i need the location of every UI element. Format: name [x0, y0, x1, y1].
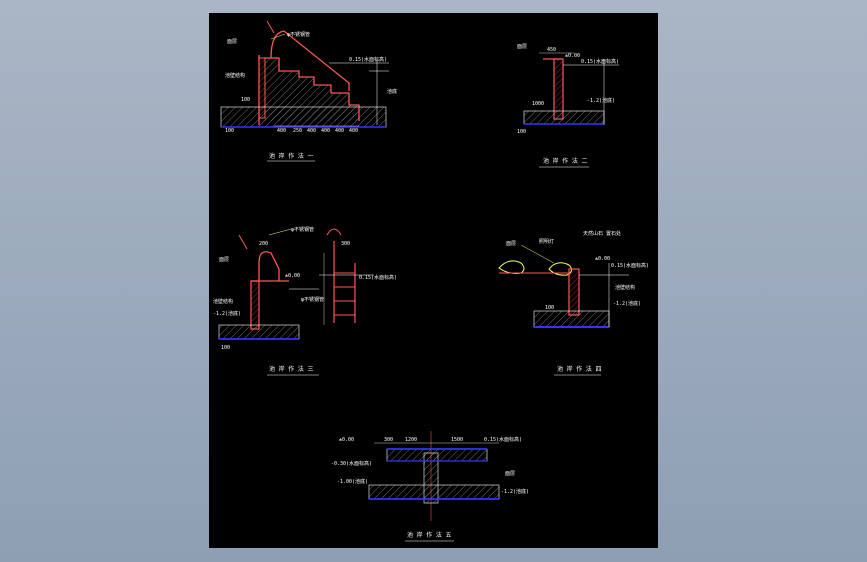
detail-4-label-elev-top: ±0.00 [595, 256, 610, 262]
detail-4[interactable]: 天然山石 置石处 照明灯 ±0.00 0.15(水面标高) 面层 池壁结构 -1… [498, 230, 649, 376]
detail-2-label-bottom: 1000 [532, 101, 544, 107]
detail-1-base-slab [220, 106, 387, 128]
detail-3[interactable]: 200 300 φ不锈钢管 φ不锈钢管 ±0.00 0.15(水面标高) 面层 … [213, 226, 397, 376]
detail-1-slope-fill [264, 58, 359, 121]
detail-4-wall [568, 268, 580, 316]
detail-1-dim-1: 250 [293, 128, 302, 134]
detail-4-base-slab [533, 310, 610, 328]
detail-2-label-width: 450 [547, 47, 556, 53]
detail-3-label-w2: 300 [341, 241, 350, 247]
detail-4-label-base: 100 [545, 305, 554, 311]
detail-5-label-left-elev: -0.30(水面标高) [331, 460, 372, 467]
detail-1-caption: 池 岸 作 法 一 [269, 152, 313, 160]
detail-4-label-wall: 池壁结构 [615, 284, 635, 291]
detail-4-label-finish: 面层 [506, 241, 516, 247]
detail-4-label-depth: -1.2(池底) [613, 300, 641, 307]
detail-5-label-w2: 1200 [405, 437, 417, 443]
detail-3-label-rail: φ不锈钢管 [291, 226, 314, 233]
detail-3-label-base: 100 [221, 345, 230, 351]
detail-3-label-wall: 池壁结构 [213, 298, 233, 305]
detail-2-label-side: 面层 [517, 44, 527, 50]
detail-5-label-elev-top: ±0.00 [339, 437, 354, 443]
detail-1-handrail [270, 30, 350, 91]
detail-1-dim-5: 400 [349, 128, 358, 134]
detail-5-label-w1: 300 [384, 437, 393, 443]
detail-2-label-base: 100 [517, 129, 526, 135]
detail-3-label-finish: 面层 [219, 257, 229, 263]
detail-5[interactable]: 300 1200 1500 ±0.00 0.15(水面标高) -0.30(水面标… [331, 431, 529, 542]
detail-1-rail-tip [266, 20, 275, 34]
detail-1-label-pit: 池底 [387, 88, 397, 95]
detail-2-base-slab [523, 110, 605, 125]
detail-1-label-rail: φ不锈钢管 [287, 31, 310, 38]
detail-2-label-elev-water: 0.15(水面标高) [581, 58, 619, 65]
detail-5-label-elev-water: 0.15(水面标高) [484, 436, 522, 443]
detail-1-label-elev: 0.15(水面标高) [349, 56, 387, 63]
detail-5-label-finish: 面层 [505, 471, 515, 477]
detail-5-caption: 池 岸 作 法 五 [407, 531, 451, 539]
detail-1-label-finish: 面层 [227, 39, 237, 45]
detail-5-label-left-depth: -1.00(池底) [337, 478, 368, 485]
detail-3-label-ladder: φ不锈钢管 [301, 296, 324, 303]
detail-1-label-base: 100 [241, 97, 250, 103]
detail-3-label-w1: 200 [259, 241, 268, 247]
detail-1-dim-0: 400 [277, 128, 286, 134]
detail-4-stone [498, 260, 525, 274]
detail-3-label-elev-water: 0.15(水面标高) [359, 274, 397, 281]
detail-1-dim-4: 400 [335, 128, 344, 134]
detail-2[interactable]: 450 ±0.00 0.15(水面标高) 面层 -1.2(池底) 1000 10… [517, 44, 619, 168]
drawing-canvas: 400 250 400 400 400 400 100 φ不锈钢管 面层 池壁结… [213, 20, 649, 542]
detail-5-center-pier [423, 452, 439, 504]
detail-1-dim-base: 100 [225, 128, 234, 134]
detail-3-caption: 池 岸 作 法 三 [269, 365, 313, 373]
detail-1-dim-3: 400 [321, 128, 330, 134]
drawing-sheet: 400 250 400 400 400 400 100 φ不锈钢管 面层 池壁结… [209, 13, 658, 548]
detail-5-label-w3: 1500 [451, 437, 463, 443]
detail-4-label-lamp: 照明灯 [539, 238, 554, 245]
detail-2-wall [553, 58, 564, 120]
detail-2-caption: 池 岸 作 法 二 [543, 157, 587, 165]
detail-3-label-elev-top: ±0.00 [285, 273, 300, 279]
detail-1-dim-2: 400 [307, 128, 316, 134]
detail-2-label-elev-top: ±0.00 [565, 53, 580, 59]
detail-1-label-wall: 池壁结构 [225, 72, 245, 79]
detail-3-wall [250, 280, 260, 330]
detail-2-label-depth: -1.2(池底) [587, 97, 615, 104]
detail-3-ladder [319, 228, 374, 325]
detail-4-label-elev-water: 0.15(水面标高) [611, 262, 649, 269]
detail-5-label-right-depth: -1.2(池底) [501, 488, 529, 495]
detail-3-label-depth: -1.2(池底) [213, 310, 241, 317]
detail-4-label-stone: 天然山石 置石处 [583, 230, 621, 237]
detail-1[interactable]: 400 250 400 400 400 400 100 φ不锈钢管 面层 池壁结… [220, 20, 397, 162]
detail-3-base-slab [218, 324, 300, 340]
detail-3-handrail [258, 251, 280, 281]
detail-4-caption: 池 岸 作 法 四 [557, 365, 601, 373]
